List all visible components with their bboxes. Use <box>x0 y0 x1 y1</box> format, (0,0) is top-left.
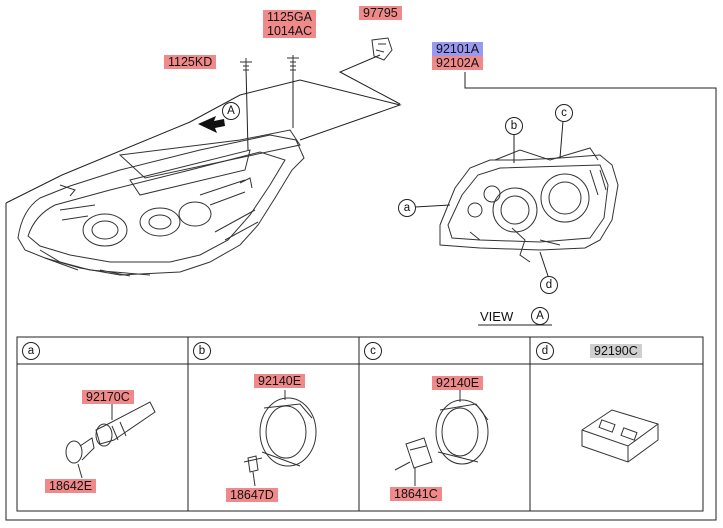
section-c-marker: c <box>364 342 382 360</box>
detail-table <box>16 336 704 512</box>
cover-c-drawing <box>394 390 489 486</box>
frame-diagonal <box>5 79 402 204</box>
callout-a-main: a <box>398 199 416 217</box>
part-label-18641C[interactable]: 18641C <box>390 487 442 501</box>
ballast-d-drawing <box>581 409 659 463</box>
section-b-marker: b <box>193 342 211 360</box>
section-d-marker: d <box>536 342 554 360</box>
part-label-92101A[interactable]: 92101A <box>432 42 484 56</box>
part-label-92140E-b[interactable]: 92140E <box>254 374 306 388</box>
part-label-18647D[interactable]: 18647D <box>226 488 278 502</box>
part-label-1125KD[interactable]: 1125KD <box>164 55 217 69</box>
fastener-drawings <box>240 37 393 72</box>
rear-view-housing-drawing <box>439 147 619 263</box>
part-label-1125GA[interactable]: 1125GA <box>263 10 316 24</box>
direction-arrow <box>198 116 225 133</box>
callout-A-top: A <box>222 102 240 120</box>
headlamp-assembly-drawing <box>17 129 305 277</box>
callout-d-main: d <box>540 276 558 294</box>
part-label-92170C[interactable]: 92170C <box>82 390 134 404</box>
part-label-92190C[interactable]: 92190C <box>590 344 642 358</box>
part-label-92102A[interactable]: 92102A <box>432 56 484 70</box>
callout-b-main: b <box>505 117 523 135</box>
main-frame <box>5 72 717 521</box>
part-label-97795[interactable]: 97795 <box>359 6 402 20</box>
callout-c-main: c <box>555 104 573 122</box>
part-label-1014AC[interactable]: 1014AC <box>263 24 317 38</box>
cover-b-drawing <box>243 390 317 487</box>
callout-view-A: A <box>531 307 549 325</box>
part-label-92140E-c[interactable]: 92140E <box>432 376 484 390</box>
section-a-marker: a <box>22 342 40 360</box>
bulb-socket-a-drawing <box>65 401 156 479</box>
part-label-18642E[interactable]: 18642E <box>45 479 97 493</box>
view-label: VIEW <box>480 309 514 324</box>
